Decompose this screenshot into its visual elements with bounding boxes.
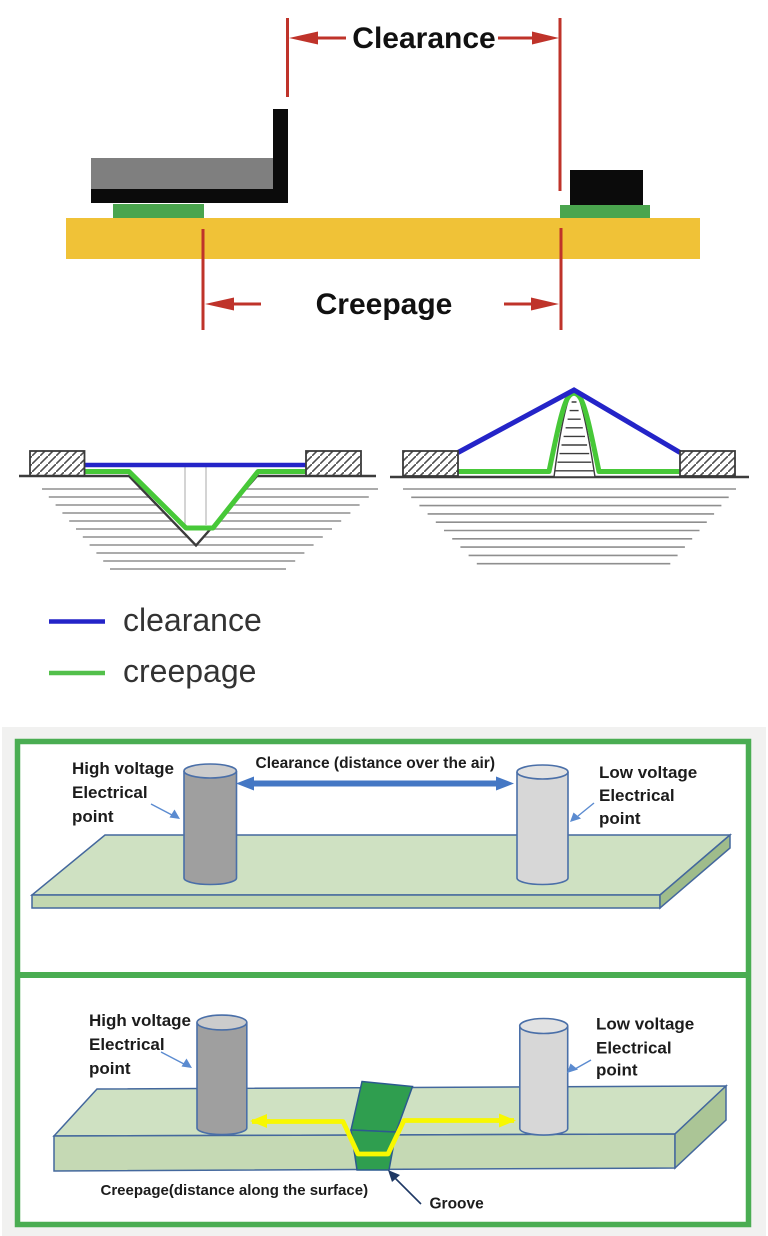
svg-text:point: point <box>89 1059 131 1078</box>
svg-text:Clearance (distance over the a: Clearance (distance over the air) <box>256 755 496 772</box>
svg-text:Electrical: Electrical <box>596 1039 672 1058</box>
svg-text:Creepage(distance along the su: Creepage(distance along the surface) <box>101 1182 369 1199</box>
svg-text:High voltage: High voltage <box>89 1011 191 1030</box>
svg-text:High voltage: High voltage <box>72 759 174 778</box>
svg-text:creepage: creepage <box>123 653 256 689</box>
svg-text:point: point <box>596 1061 638 1080</box>
svg-text:point: point <box>599 809 641 828</box>
svg-text:Low voltage: Low voltage <box>599 763 697 782</box>
svg-text:Electrical: Electrical <box>72 783 148 802</box>
svg-text:Clearance: Clearance <box>352 22 495 55</box>
svg-text:point: point <box>72 807 114 826</box>
svg-text:Electrical: Electrical <box>599 786 675 805</box>
svg-text:clearance: clearance <box>123 602 262 638</box>
svg-text:Creepage: Creepage <box>316 288 453 321</box>
svg-text:Groove: Groove <box>430 1196 485 1213</box>
svg-text:Electrical: Electrical <box>89 1035 165 1054</box>
svg-text:Low voltage: Low voltage <box>596 1015 694 1034</box>
